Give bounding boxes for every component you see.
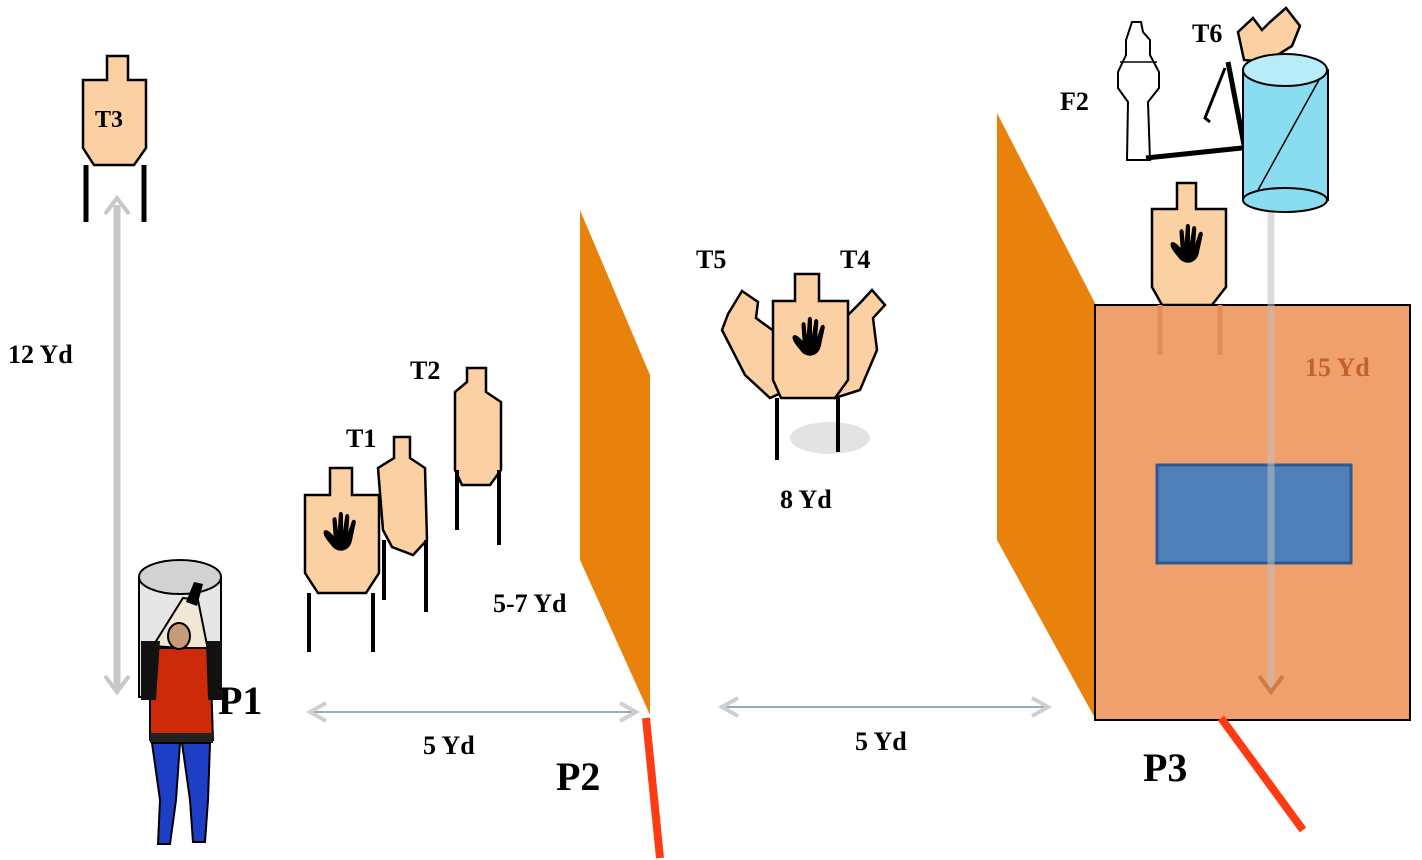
distance-arrow-p2-p3: [717, 696, 1053, 718]
target-t3: T3: [81, 54, 148, 222]
window-port: [1155, 463, 1353, 565]
distance-label-p1-p2: 5 Yd: [423, 731, 475, 760]
position-label-p2: P2: [556, 754, 600, 799]
target-f2: F2: [1060, 21, 1243, 161]
wall-p2: [580, 210, 650, 715]
no-shoot-target-center: [771, 272, 870, 460]
label-t6: T6: [1192, 19, 1222, 48]
distance-arrow-t6: [1257, 210, 1285, 696]
shooter-figure-icon: [138, 559, 222, 845]
distance-arrow-p1-p2: [305, 701, 641, 723]
no-shoot-target-right: [1150, 181, 1228, 307]
distance-label-12yd: 12 Yd: [8, 340, 73, 369]
no-shoot-target-front: [303, 466, 381, 652]
label-t4: T4: [840, 245, 870, 274]
barrel-obstacle: [1242, 53, 1329, 213]
position-label-p3: P3: [1143, 745, 1187, 790]
label-f2: F2: [1060, 87, 1089, 116]
distance-arrow-t3: [103, 194, 131, 696]
target-t2: T2: [410, 356, 503, 545]
fault-line-p3: [1217, 715, 1307, 833]
label-t5: T5: [696, 245, 726, 274]
fault-line-p2: [642, 717, 664, 859]
distance-label-5-7yd: 5-7 Yd: [493, 589, 567, 618]
distance-label-8yd: 8 Yd: [780, 485, 832, 514]
distance-label-15yd: 15 Yd: [1305, 353, 1370, 382]
target-t1: T1: [346, 424, 429, 612]
wall-p3: [997, 113, 1096, 720]
label-t3: T3: [95, 107, 123, 133]
position-label-p1: P1: [218, 678, 262, 723]
label-t2: T2: [410, 356, 440, 385]
distance-label-p2-p3: 5 Yd: [855, 727, 907, 756]
label-t1: T1: [346, 424, 376, 453]
